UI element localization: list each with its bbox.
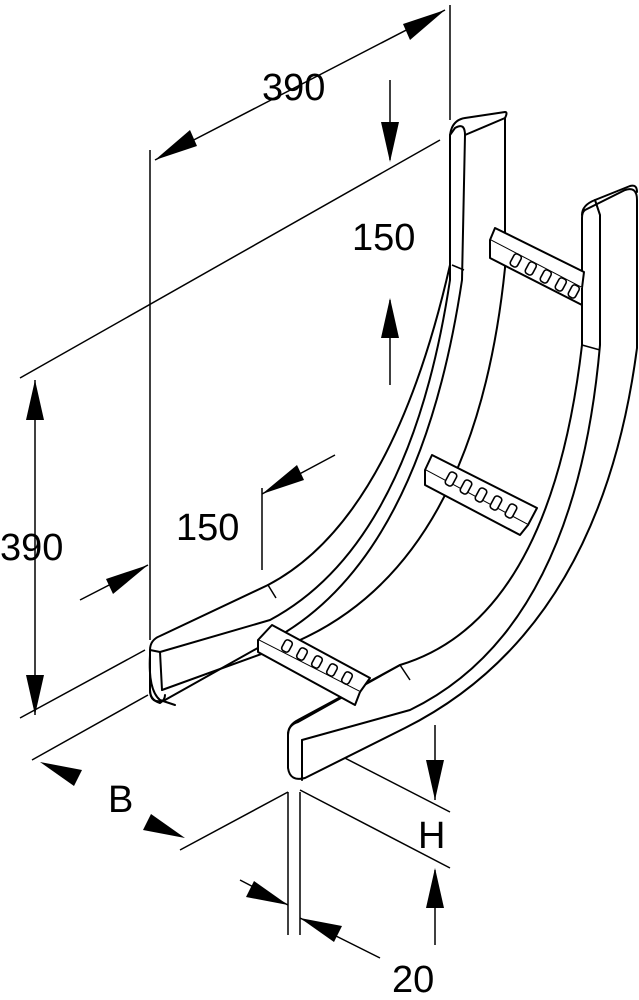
width-label: B — [108, 779, 133, 821]
inner-side-rail — [148, 111, 508, 706]
top-length-label: 390 — [262, 67, 325, 109]
rung-top — [489, 227, 585, 306]
rung-middle — [424, 454, 538, 536]
top-straight-label: 150 — [352, 217, 415, 259]
flange-label: 20 — [392, 959, 434, 1000]
left-straight-label: 150 — [176, 507, 239, 549]
outer-side-rail — [287, 184, 638, 781]
extension-lines — [19, 5, 451, 945]
dimension-arrows — [26, 9, 446, 959]
height-label: H — [418, 815, 445, 857]
left-height-label: 390 — [0, 527, 63, 569]
rung-bottom — [257, 624, 371, 706]
